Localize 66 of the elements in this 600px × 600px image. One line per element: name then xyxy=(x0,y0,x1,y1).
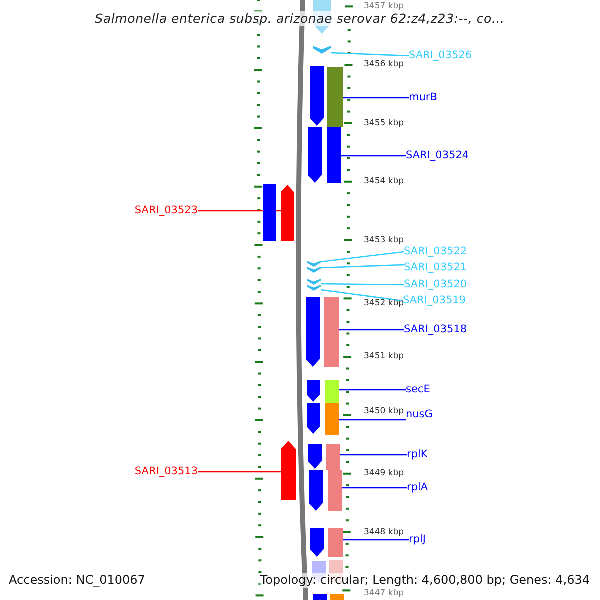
scale-label: 3457 kbp xyxy=(364,2,404,12)
gene-label: SARI_03524 xyxy=(406,150,470,162)
gene-feature xyxy=(307,279,321,285)
gene-label: murB xyxy=(409,92,438,104)
leader-line xyxy=(343,539,409,541)
gene-label: SARI_03513 xyxy=(134,466,198,478)
leader-line xyxy=(339,419,406,421)
leader-line xyxy=(341,155,406,157)
gene-feature xyxy=(326,444,340,470)
gene-label: rplK xyxy=(407,448,428,462)
scale-label: 3456 kbp xyxy=(364,60,404,71)
gene-feature xyxy=(325,380,339,403)
leader-line xyxy=(342,487,407,489)
scale-label: 3450 kbp xyxy=(364,406,404,418)
gene-feature xyxy=(281,185,294,241)
gene-label: rplJ xyxy=(409,534,426,546)
gene-label: SARI_03520 xyxy=(404,278,468,292)
gene-label: SARI_03518 xyxy=(404,324,468,336)
gene-feature xyxy=(308,444,322,469)
gene-feature xyxy=(313,46,331,54)
scale-label: 3455 kbp xyxy=(364,118,404,130)
gene-label: SARI_03523 xyxy=(134,204,198,218)
genome-info: Accession: NC_010067 xyxy=(9,573,146,588)
scale-label: 3448 kbp xyxy=(364,527,404,538)
leader-line xyxy=(320,251,404,263)
gene-feature xyxy=(325,403,339,435)
gene-feature xyxy=(310,66,324,126)
genome-info: Topology: circular; Length: 4,600,800 bp; Genes: 4,634 xyxy=(260,573,590,588)
gene-label: secE xyxy=(406,384,430,396)
gene-feature xyxy=(307,380,320,402)
gene-feature xyxy=(328,470,342,511)
leader-line xyxy=(340,454,407,456)
scale-label: 3451 kbp xyxy=(364,352,404,363)
leader-line xyxy=(198,471,281,473)
scale-label: 3449 kbp xyxy=(364,468,404,480)
gene-label: SARI_03521 xyxy=(404,262,468,274)
leader-line xyxy=(330,52,410,57)
scale-label: 3453 kbp xyxy=(364,235,404,246)
leader-line xyxy=(320,264,404,269)
gene-label: rplA xyxy=(407,482,428,494)
leader-line xyxy=(320,289,404,302)
gene-feature xyxy=(306,297,320,367)
leader-line xyxy=(343,97,409,99)
gene-label: SARI_03526 xyxy=(409,50,472,62)
gene-feature xyxy=(307,285,321,291)
leader-line xyxy=(339,389,406,391)
gene-feature xyxy=(328,528,343,557)
gene-feature xyxy=(263,184,276,241)
gene-feature xyxy=(324,297,339,367)
gene-feature xyxy=(307,403,320,434)
gene-feature xyxy=(308,127,322,183)
gene-feature xyxy=(327,127,341,183)
scale-label: 3454 kbp xyxy=(364,176,404,188)
gene-feature xyxy=(309,470,323,511)
scale-label: 3447 kbp xyxy=(364,588,404,600)
gene-label: nusG xyxy=(406,408,433,422)
gene-label: SARI_03522 xyxy=(404,246,468,258)
gene-label: SARI_03519 xyxy=(403,294,466,308)
gene-feature xyxy=(310,528,324,557)
leader-line xyxy=(339,329,404,331)
scale-label: 3452 kbp xyxy=(364,298,404,310)
gene-feature xyxy=(307,261,321,267)
gene-feature xyxy=(281,441,296,500)
leader-line xyxy=(321,283,404,286)
gene-feature xyxy=(327,67,343,127)
gene-feature xyxy=(307,267,321,273)
